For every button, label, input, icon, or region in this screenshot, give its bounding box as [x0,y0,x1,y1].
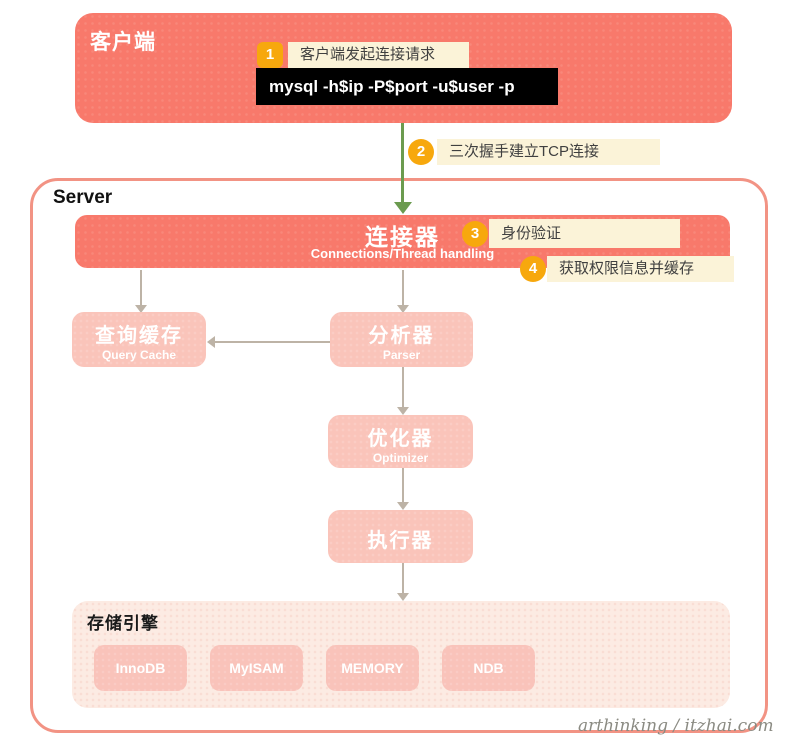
step-1-note: 客户端发起连接请求 [288,42,469,68]
query-cache-title: 查询缓存 [95,325,183,347]
step-4-note: 获取权限信息并缓存 [547,256,734,282]
arrow-parser-to-optimizer [402,367,404,408]
arrow-optimizer-to-executor [402,468,404,503]
arrow-connector-to-query-cache [140,270,142,306]
step-1-badge: 1 [257,42,283,68]
storage-engine-row: InnoDB MyISAM MEMORY NDB [94,645,535,691]
engine-box-ndb: NDB [442,645,535,691]
executor-title: 执行器 [367,530,434,552]
arrow-connector-to-parser [402,270,404,306]
step-4-badge: 4 [520,256,546,282]
watermark: arthinking / itzhai.com [578,716,774,736]
query-cache-box: 查询缓存 Query Cache [72,312,206,367]
client-title: 客户端 [90,31,156,54]
tcp-connect-arrow [401,123,404,204]
optimizer-title: 优化器 [367,428,434,450]
parser-box: 分析器 Parser [330,312,473,367]
step-2-note: 三次握手建立TCP连接 [437,139,660,165]
connector-subtitle: Connections/Thread handling [310,246,495,261]
arrow-parser-to-query-cache-head [207,336,215,348]
engine-box-myisam: MyISAM [210,645,303,691]
storage-engine-title: 存储引擎 [87,614,159,633]
executor-box: 执行器 [328,510,473,563]
arrow-executor-to-storage-head [397,593,409,601]
parser-title: 分析器 [368,325,435,347]
optimizer-box: 优化器 Optimizer [328,415,473,468]
optimizer-subtitle: Optimizer [372,451,429,465]
arrow-connector-to-parser-head [397,305,409,313]
arrow-optimizer-to-executor-head [397,502,409,510]
mysql-command: mysql -h$ip -P$port -u$user -p [256,68,558,105]
step-3-note: 身份验证 [489,219,680,248]
server-title: Server [53,187,113,208]
arrow-executor-to-storage [402,563,404,594]
connector-title: 连接器 [365,224,440,250]
storage-engine-panel: 存储引擎 InnoDB MyISAM MEMORY NDB [72,601,730,708]
parser-subtitle: Parser [382,348,421,362]
step-2-badge: 2 [408,139,434,165]
arrow-parser-to-optimizer-head [397,407,409,415]
tcp-connect-arrowhead [394,202,412,214]
engine-box-memory: MEMORY [326,645,419,691]
query-cache-subtitle: Query Cache [101,348,177,362]
arrow-connector-to-query-cache-head [135,305,147,313]
engine-box-innodb: InnoDB [94,645,187,691]
arrow-parser-to-query-cache [214,341,330,343]
step-3-badge: 3 [462,221,488,247]
